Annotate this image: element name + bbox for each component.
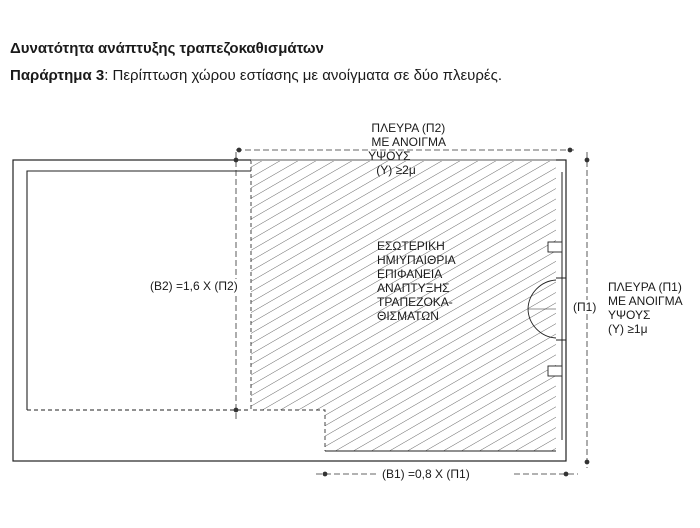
dim-b2-line [233,152,239,420]
annex-description: : Περίπτωση χώρου εστίασης με ανοίγματα … [104,67,502,84]
dim-p1-label: (Π1) [573,300,596,314]
side-p2-label: ΠΛΕΥΡΑ (Π2) ΜΕ ΑΝΟΙΓΜΑ ΥΨΟΥΣ (Υ) ≥2μ [368,121,449,177]
hatched-area-outline [250,160,326,451]
door-swing-lower [527,308,557,339]
page-title: Δυνατότητα ανάπτυξης τραπεζοκαθισμάτων [10,40,324,57]
page-subtitle: Παράρτημα 3: Περίπτωση χώρου εστίασης με… [10,67,502,84]
hatched-area [251,160,556,451]
side-p1-label: ΠΛΕΥΡΑ (Π1) ΜΕ ΑΝΟΙΓΜΑ ΥΨΟΥΣ (Υ) ≥1μ [608,280,685,336]
dim-b1-label: (Β1) =0,8 Χ (Π1) [382,467,470,481]
area-label: ΕΣΩΤΕΡΙΚΗ ΗΜΙΥΠΑΙΘΡΙΑ ΕΠΙΦΑΝΕΙΑ ΑΝΑΠΤΥΞΗ… [377,239,458,323]
door-swing [527,279,557,310]
dim-p2-line [236,147,574,153]
opening-p1 [527,172,566,440]
dim-b2-label: (Β2) =1,6 Χ (Π2) [150,279,238,293]
inner-wall [26,170,251,410]
annex-label: Παράρτημα 3 [10,67,105,84]
